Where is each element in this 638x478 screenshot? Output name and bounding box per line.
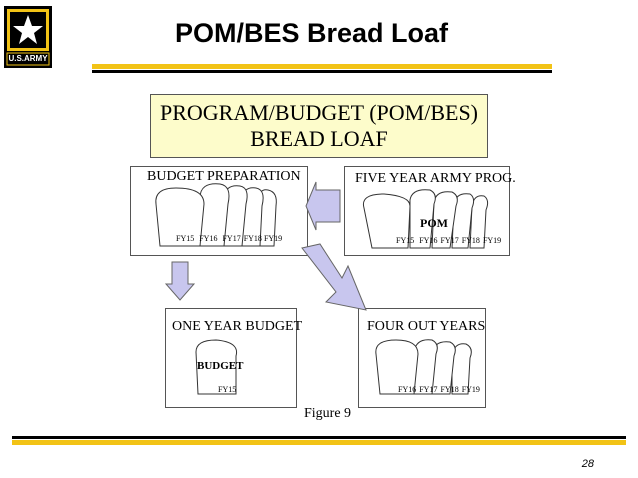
slice-label: FY17: [419, 385, 438, 394]
budget-preparation-label: BUDGET PREPARATION: [147, 169, 301, 184]
budget-prep-slice-labels: FY15 FY16 FY17 FY18 FY19: [176, 234, 282, 243]
diagram-header-box: PROGRAM/BUDGET (POM/BES) BREAD LOAF: [150, 94, 488, 158]
four-out-loaf: [375, 339, 472, 395]
one-year-loaf: [195, 339, 238, 395]
five-year-loaf: [362, 189, 489, 249]
budget-loaf-label: BUDGET: [197, 360, 244, 372]
one-year-slice-label: FY15: [218, 385, 237, 394]
slide-title: POM/BES Bread Loaf: [175, 18, 449, 48]
arrow-down: [164, 261, 196, 301]
budget-prep-loaf: [155, 183, 277, 247]
arrow-diagonal: [301, 243, 367, 311]
slice-label: FY19: [482, 236, 502, 245]
top-rule-black: [92, 70, 552, 73]
slice-label: FY18: [440, 385, 459, 394]
logo-wordmark: U.S.ARMY: [8, 54, 48, 63]
slice-label: FY16: [419, 236, 438, 245]
one-year-label: ONE YEAR BUDGET: [172, 319, 303, 334]
slice-label: FY18: [461, 236, 480, 245]
slice-label: FY15: [176, 234, 195, 243]
four-out-slice-labels: FY16 FY17 FY18 FY19: [398, 385, 480, 394]
slice-label: FY16: [199, 234, 218, 243]
slice-label: FY16: [398, 385, 417, 394]
header-line-1: PROGRAM/BUDGET (POM/BES): [159, 100, 479, 125]
pom-loaf-label: POM: [420, 216, 448, 230]
bottom-rule-black: [12, 436, 626, 439]
bottom-rule-gold: [12, 440, 626, 445]
four-out-label: FOUR OUT YEARS: [367, 319, 486, 334]
slice-label: FY19: [461, 385, 480, 394]
five-year-label: FIVE YEAR ARMY PROG.: [355, 171, 516, 186]
page-number: 28: [581, 458, 594, 470]
figure-caption: Figure 9: [304, 406, 352, 421]
slice-label: FY15: [396, 236, 415, 245]
slice-label: FY17: [222, 234, 241, 243]
header-line-2: BREAD LOAF: [250, 126, 388, 151]
top-rule-gold: [92, 64, 552, 69]
arrow-left: [305, 181, 341, 231]
five-year-slice-labels: FY15 FY16 FY17 FY18 FY19: [396, 236, 501, 245]
slice-label: FY18: [243, 234, 262, 243]
slice-label: FY17: [440, 236, 459, 245]
army-logo: U.S.ARMY: [4, 6, 52, 68]
slice-label: FY19: [263, 234, 283, 243]
